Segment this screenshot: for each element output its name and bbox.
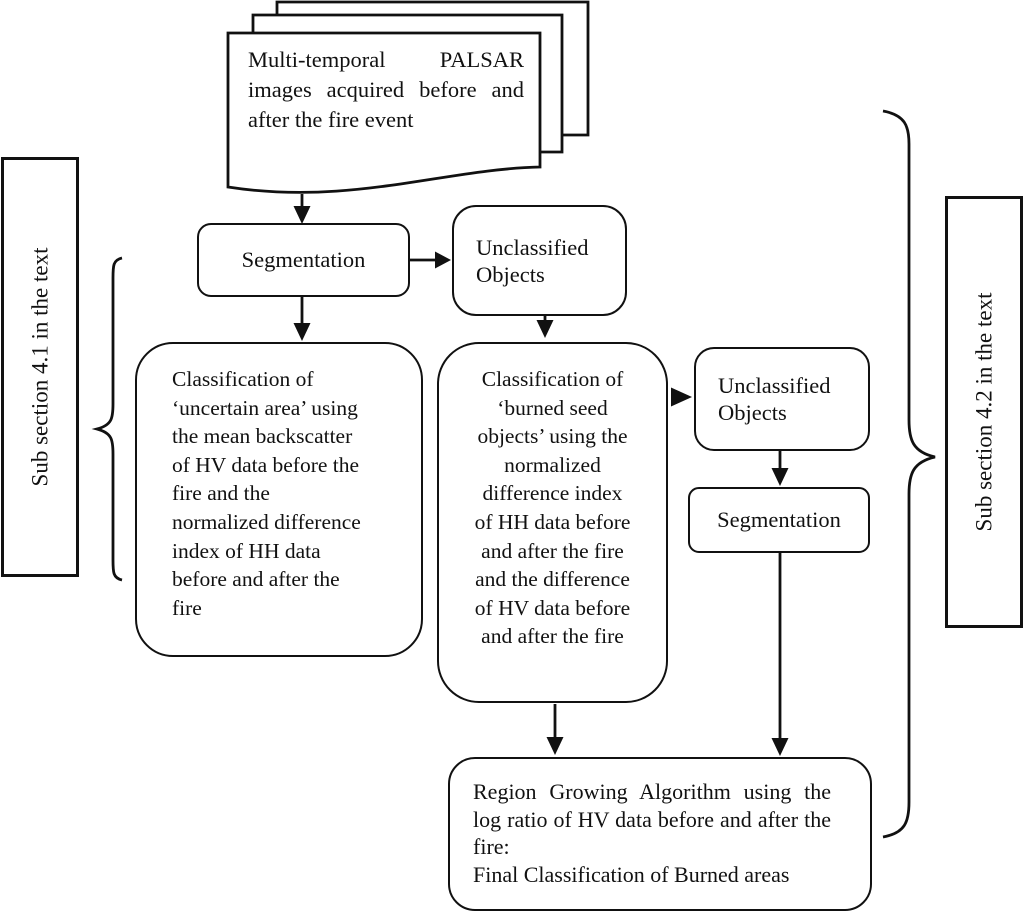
- segmentation-right-box: Segmentation: [688, 487, 870, 553]
- arrow-unclassified-right-to-segmentation-right: [771, 450, 789, 486]
- segmentation-right-label: Segmentation: [717, 507, 841, 532]
- final-classification-box: Region Growing Algorithm using the log r…: [448, 757, 872, 911]
- final-classification-result-text: Final Classification of Burned areas: [473, 861, 790, 887]
- arrows-layer: [293, 194, 789, 756]
- document-page-front: [226, 31, 542, 194]
- section-4-2-label: Sub section 4.2 in the text: [971, 292, 997, 532]
- final-classification-algorithm-text: Region Growing Algorithm using the log r…: [473, 779, 831, 860]
- unclassified-objects-right-label: Unclassified Objects: [718, 373, 831, 425]
- arrow-unclassified-top-to-burned-seed-classification: [536, 315, 554, 338]
- arrow-burned-seed-to-final: [546, 704, 564, 755]
- braces-layer: [91, 109, 936, 839]
- arrow-segmentation-to-unclassified-top: [410, 251, 451, 269]
- section-4-1-label-box: Sub section 4.1 in the text: [1, 157, 79, 577]
- arrow-burned-seed-to-unclassified-right: [671, 387, 692, 407]
- arrow-segmentation-to-uncertain-classification: [293, 297, 311, 341]
- brace-left: [91, 256, 123, 582]
- section-4-1-label: Sub section 4.1 in the text: [27, 247, 53, 487]
- classification-uncertain-area-box: Classification of ‘uncertain area’ using…: [135, 342, 423, 657]
- unclassified-objects-top-label: Unclassified Objects: [476, 234, 589, 287]
- source-document-text: Multi-temporal PALSAR images acquired be…: [248, 47, 524, 132]
- unclassified-objects-right-box: Unclassified Objects: [694, 347, 870, 451]
- arrow-segmentation-right-to-final: [771, 552, 789, 756]
- arrow-document-to-segmentation: [293, 194, 311, 224]
- unclassified-objects-top-box: Unclassified Objects: [452, 205, 627, 316]
- brace-right: [882, 109, 936, 839]
- section-4-2-label-box: Sub section 4.2 in the text: [945, 196, 1023, 628]
- document-stack-shape: [226, 0, 590, 194]
- classification-burned-seed-box: Classification of ‘burned seed objects’ …: [437, 342, 668, 703]
- segmentation-left-box: Segmentation: [197, 223, 410, 297]
- segmentation-left-label: Segmentation: [241, 247, 366, 272]
